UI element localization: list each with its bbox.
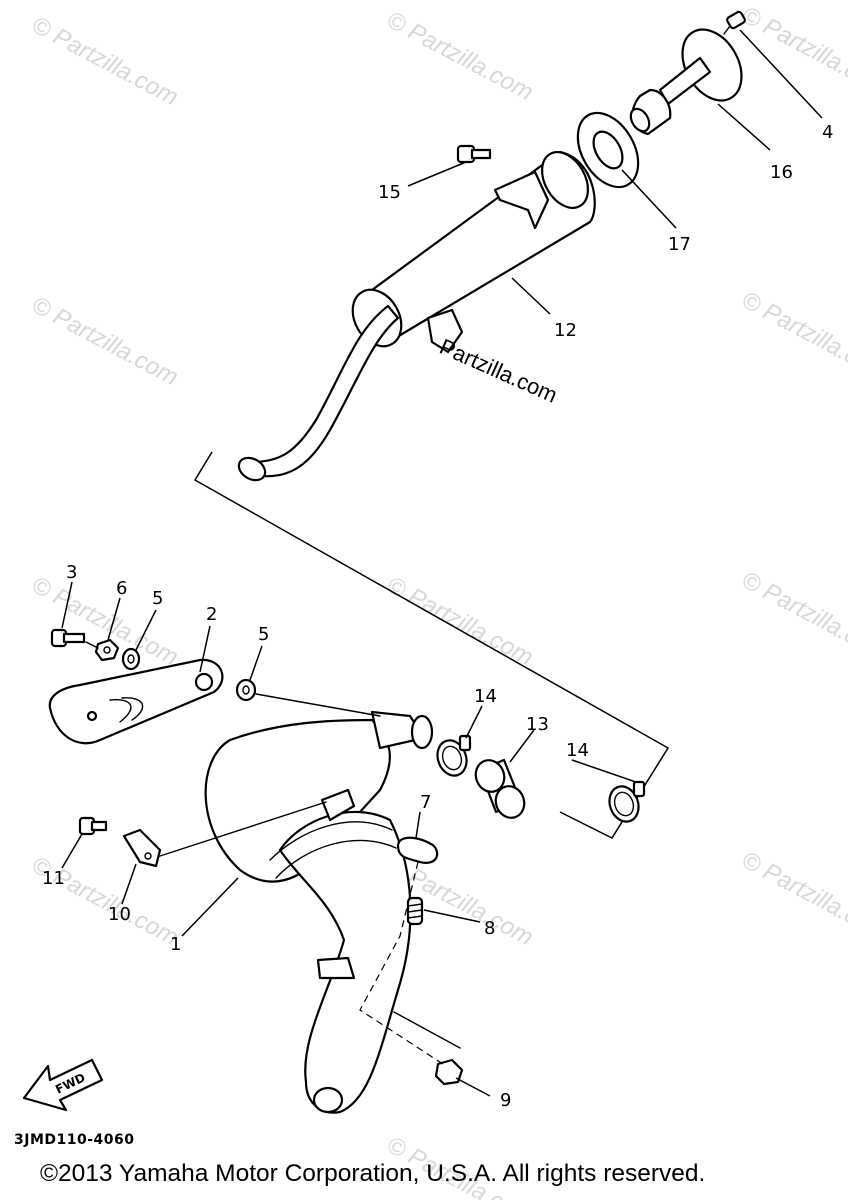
watermark: © Partzilla.com [27,11,182,111]
clamp-part-14 [608,780,646,823]
callout-5b: 5 [258,624,269,645]
joint-part-13 [474,758,526,819]
callout-15: 15 [378,182,401,203]
watermark: © Partzilla.com [27,851,182,951]
exhaust-pipe-part-1 [204,710,434,1114]
site-label: Partzilla.com [436,334,561,408]
callout-14b: 14 [566,740,589,761]
assembly-line [359,861,447,1067]
silencer-part-12 [237,150,596,482]
clamp-part-14 [436,734,472,777]
watermark: © Partzilla.com [382,571,537,671]
assembly-line [159,801,327,857]
watermark: © Partzilla.com [27,291,182,391]
damper-part-7 [396,836,439,864]
nut-part-6 [94,638,120,662]
assembly-line [255,693,381,717]
callout-12: 12 [554,320,577,341]
washer-part-5 [121,647,141,671]
callout-14: 14 [474,686,497,707]
callout-1: 1 [170,934,181,955]
callouts: 1 2 3 4 5 5 6 7 8 9 10 11 12 13 14 14 15… [42,122,833,1111]
nut-part-9 [434,1058,464,1086]
callout-11: 11 [42,868,65,889]
washer-part-5 [235,678,257,702]
watermarks: © Partzilla.com © Partzilla.com © Partzi… [27,1,848,1200]
callout-8: 8 [484,918,495,939]
callout-16: 16 [770,162,793,183]
end-cap-part-16 [629,28,743,136]
callout-2: 2 [206,604,217,625]
callout-3: 3 [66,562,77,583]
bolt-part-4 [723,10,746,35]
callout-4: 4 [822,122,833,143]
fwd-arrow-icon: FWD [22,1058,104,1112]
watermark: © Partzilla.com [382,6,537,106]
callout-5: 5 [152,588,163,609]
assembly-outline [193,451,670,839]
copyright-notice: ©2013 Yamaha Motor Corporation, U.S.A. A… [40,1160,706,1187]
callout-6: 6 [116,578,127,599]
diagram-code: 3JMD110-4060 [14,1132,135,1148]
assembly-line [393,1011,461,1049]
bolt-part-15 [456,144,492,164]
bracket-part-2 [48,658,224,745]
callout-17: 17 [668,234,691,255]
bolt-part-11 [78,816,108,836]
bolt-part-3 [50,628,86,648]
spring-part-8 [406,896,424,926]
gasket-part-17 [576,111,640,189]
watermark: © Partzilla.com [737,286,848,386]
callout-10: 10 [108,904,131,925]
callout-13: 13 [526,714,549,735]
watermark: © Partzilla.com [737,846,848,946]
callout-7: 7 [420,792,431,813]
bracket-part-10 [122,828,162,868]
watermark: © Partzilla.com [737,566,848,666]
assembly-line [85,641,99,649]
callout-9: 9 [500,1090,511,1111]
leader-lines [61,29,823,1097]
